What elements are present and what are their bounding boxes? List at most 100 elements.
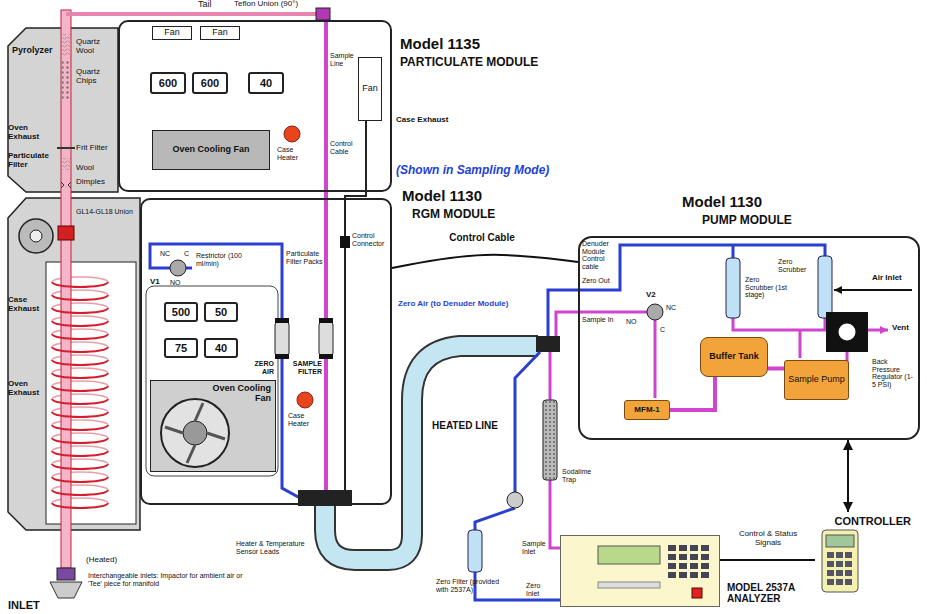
filter-pack	[319, 318, 333, 323]
analyzer-body	[598, 546, 660, 564]
coil-back	[52, 433, 108, 438]
valve-and-zero-air-line	[146, 244, 300, 498]
connector	[768, 367, 784, 371]
keypad	[827, 552, 852, 585]
keypad	[668, 554, 676, 560]
control-cable	[345, 119, 366, 490]
back-pressure-regulator	[826, 312, 868, 352]
temperature-box: 40	[204, 338, 238, 358]
part-label: (Shown in Sampling Mode)	[396, 164, 549, 177]
coil-back	[52, 485, 108, 490]
module-box: Model 1130PUMP MODULEBuffer TankMFM-1Sam…	[578, 236, 920, 440]
heater-coil	[52, 295, 108, 300]
controller-device	[826, 535, 854, 547]
part-label: Wool	[76, 164, 94, 173]
analyzer-body	[598, 582, 660, 588]
heater-coil	[52, 282, 108, 508]
rgm-oven-housing	[19, 219, 53, 253]
part-label: Control Cable	[330, 140, 358, 155]
controller: CONTROLLER	[815, 512, 915, 594]
box-label: 40	[215, 342, 227, 354]
heater-coil	[52, 386, 108, 391]
part-label: C	[184, 250, 189, 258]
coil-back	[52, 303, 108, 308]
fan-box: Fan	[358, 57, 382, 121]
keypad	[679, 572, 687, 578]
analyzer-body	[560, 535, 720, 607]
sample-line	[66, 8, 330, 498]
sample-tube	[62, 158, 70, 170]
keypad	[827, 579, 834, 585]
keypad	[845, 570, 852, 576]
valve-and-zero-air-line	[146, 286, 278, 476]
sample-flow-line	[550, 312, 655, 548]
part-label: ZERO AIR	[244, 360, 274, 375]
control-cable	[340, 236, 350, 248]
heater-coil	[52, 451, 108, 456]
heater-coil	[52, 308, 108, 313]
keypad	[827, 570, 834, 576]
filter-pack	[275, 318, 289, 323]
filter-pack	[275, 322, 289, 356]
keypad	[827, 561, 834, 567]
analyzer-body	[692, 588, 702, 598]
temperature-box: 50	[204, 302, 238, 322]
valve-and-zero-air-line	[186, 267, 192, 270]
sample-flow-line	[543, 304, 888, 548]
part-label: Sample Inlet	[522, 540, 550, 555]
part-label: V2	[646, 291, 656, 300]
connector	[847, 440, 849, 512]
valve-and-zero-air-line	[150, 244, 300, 498]
keypad	[845, 579, 852, 585]
part-label: Air Inlet	[872, 274, 902, 283]
rgm-oven-housing	[30, 230, 42, 242]
box-label: 40	[260, 77, 272, 89]
temperature-box: 500	[164, 302, 198, 322]
zero-scrubber	[726, 256, 912, 318]
rgm-oven-housing	[46, 262, 136, 524]
heater-coil	[52, 282, 108, 287]
filter-pack	[275, 354, 289, 359]
box-label: 600	[201, 77, 219, 89]
keypad	[836, 552, 843, 558]
module-heading: RGM MODULE	[412, 208, 495, 221]
filter-pack	[319, 354, 333, 359]
module-heading: PUMP MODULE	[702, 214, 792, 227]
part-label: Particulate Filter	[8, 152, 60, 170]
part-label: Zero Inlet	[526, 582, 550, 597]
keypad	[690, 563, 698, 569]
part-label: Zero Filter (provided with 2537A)	[436, 578, 500, 593]
connector	[720, 559, 815, 561]
box-label: 75	[175, 342, 187, 354]
heater-coil	[52, 503, 108, 508]
keypad	[668, 545, 676, 551]
box-label: Buffer Tank	[709, 352, 758, 362]
part-label: GL14-GL18 Union	[76, 208, 138, 216]
heated-line	[298, 336, 560, 560]
coil-back	[52, 446, 108, 451]
sample-flow-line	[868, 329, 888, 332]
connector	[670, 377, 715, 410]
keypad	[679, 563, 687, 569]
keypad	[701, 554, 709, 560]
part-label: Quartz Chips	[76, 68, 112, 86]
sample-tube	[57, 568, 75, 580]
box-label: 500	[172, 306, 190, 318]
box-label: Fan	[164, 28, 180, 38]
part-label: Interchangeable inlets: Impactor for amb…	[88, 572, 258, 587]
fan-box: Fan	[200, 26, 240, 40]
keypad	[690, 545, 698, 551]
keypad	[690, 572, 698, 578]
coil-back	[52, 498, 108, 503]
zero-air-line	[548, 245, 825, 336]
sample-pump: Sample Pump	[784, 360, 849, 400]
module-box: Model 1130RGM MODULE500507540Oven Coolin…	[140, 198, 392, 505]
part-label: SAMPLE FILTER	[290, 360, 322, 375]
part-label: Zero Air (to Denuder Module)	[398, 300, 508, 309]
heater-coil	[52, 321, 108, 326]
keypad	[827, 552, 834, 558]
coil-back	[52, 407, 108, 412]
heater-coil	[52, 360, 108, 365]
